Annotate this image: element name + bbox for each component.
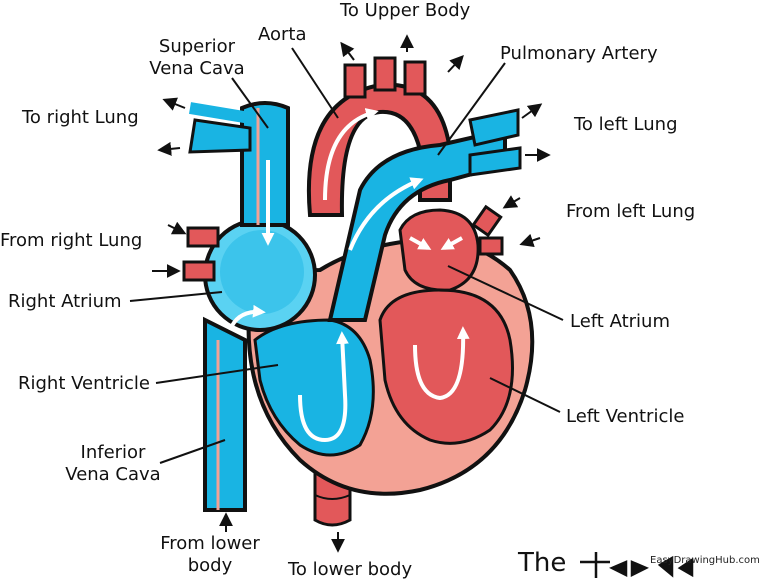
label-right-ventricle: Right Ventricle <box>18 373 150 394</box>
right-pulmonary-branch <box>188 118 252 154</box>
left-pulmonary-vein-1 <box>471 204 503 238</box>
leader-right-ventricle <box>155 364 279 384</box>
right-pulmonary-vein-1 <box>186 226 220 248</box>
left-pulmonary-branch <box>468 108 520 147</box>
leader-left-atrium <box>447 265 564 321</box>
leader-pulmonary-artery <box>437 62 506 156</box>
left-pulmonary-vein-2 <box>478 236 504 256</box>
brand-glyph <box>580 552 694 578</box>
leader-ivc <box>159 439 226 464</box>
leader-aorta <box>291 47 339 119</box>
arrow-right-lung-1 <box>162 97 186 111</box>
label-right-atrium: Right Atrium <box>8 291 122 312</box>
watermark: EasyDrawingHub.com <box>650 555 760 566</box>
aorta-branch-3 <box>403 60 427 96</box>
flow-arrow-la-2 <box>440 236 463 250</box>
label-from-right-lung: From right Lung <box>0 230 143 251</box>
pulmonary-trunk <box>327 127 507 322</box>
right-pulmonary-vein-2 <box>182 260 216 282</box>
brand-text: The <box>518 548 567 578</box>
arrow-upper-1 <box>340 41 355 61</box>
label-inferior-vena-cava-line2: Vena Cava <box>65 464 161 485</box>
label-to-left-lung: To left Lung <box>574 114 678 135</box>
arrow-upper-3 <box>447 54 464 73</box>
left-atrium <box>398 208 480 292</box>
flow-arrow-pa <box>348 177 424 251</box>
flow-arrow-ra <box>228 304 266 331</box>
label-aorta: Aorta <box>258 24 307 45</box>
superior-vena-cava <box>240 101 290 227</box>
label-from-lower-body-line1: From lower <box>160 533 260 554</box>
arrow-from-left-lung-1 <box>502 195 521 209</box>
label-to-lower-body: To lower body <box>288 559 413 580</box>
arrow-left-lung-1 <box>521 103 543 119</box>
flow-arrow-lv <box>413 326 470 401</box>
label-pulmonary-artery: Pulmonary Artery <box>500 43 658 64</box>
flow-arrow-la-1 <box>409 236 432 250</box>
label-from-left-lung: From left Lung <box>566 201 696 222</box>
label-superior-vena-cava-line1: Superior <box>158 36 236 57</box>
label-to-upper-body: To Upper Body <box>340 0 471 21</box>
label-to-right-lung: To right Lung <box>22 107 139 128</box>
label-from-lower-body-line2: body <box>187 555 233 576</box>
arrow-from-left-lung-2 <box>519 233 541 248</box>
label-left-ventricle: Left Ventricle <box>566 406 685 427</box>
aorta-branch-2 <box>373 56 397 92</box>
label-from-lower-body: From lower body <box>150 533 270 577</box>
label-superior-vena-cava: Superior Vena Cava <box>142 36 252 80</box>
label-inferior-vena-cava: Inferior Vena Cava <box>58 442 168 486</box>
label-inferior-vena-cava-line1: Inferior <box>80 442 146 463</box>
label-superior-vena-cava-line2: Vena Cava <box>149 58 245 79</box>
aorta-branch-1 <box>343 63 367 99</box>
right-ventricle <box>253 318 375 457</box>
flow-arrow-aorta <box>323 108 379 201</box>
inferior-vena-cava <box>203 316 247 512</box>
leader-svc <box>231 77 269 129</box>
flow-arrow-rv <box>298 331 349 443</box>
label-left-atrium: Left Atrium <box>570 311 670 332</box>
arrow-right-lung-2 <box>157 141 181 156</box>
leader-right-atrium <box>129 291 223 302</box>
leader-left-ventricle <box>489 377 561 413</box>
arrow-from-right-lung-1 <box>167 221 187 235</box>
